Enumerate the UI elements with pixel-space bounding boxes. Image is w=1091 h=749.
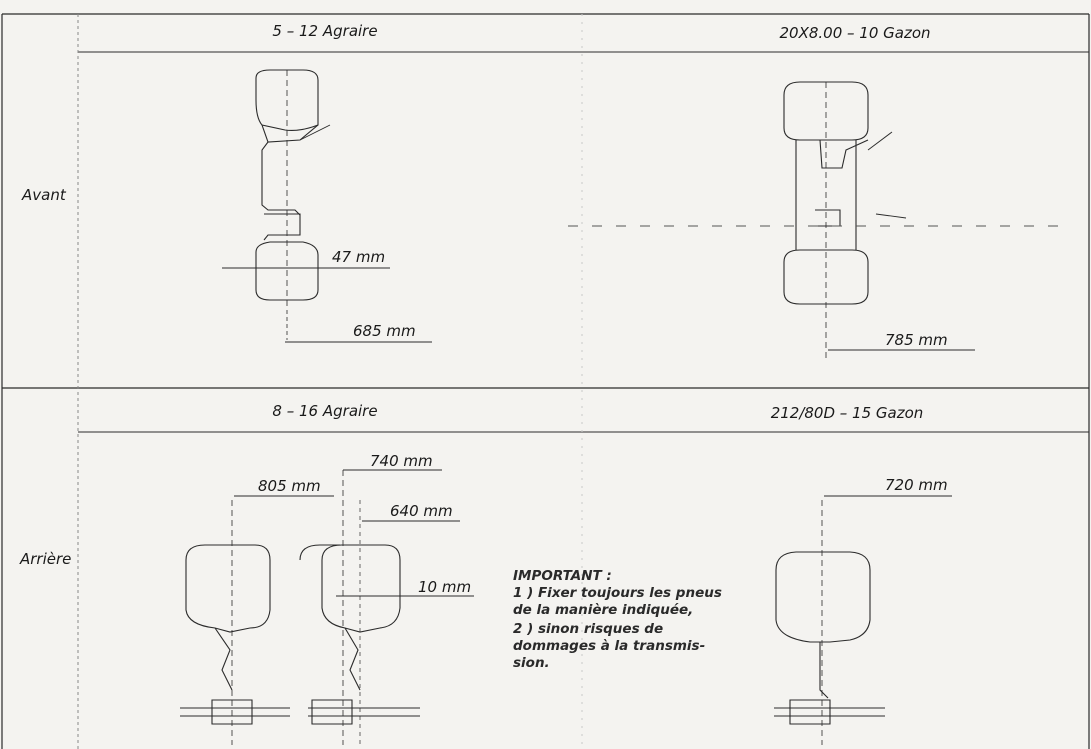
front-left-wheel-drawing — [222, 69, 432, 343]
dimension-front-left-track: 685 mm — [353, 322, 416, 340]
rear-right-wheel-drawing — [774, 495, 952, 745]
header-front-right: 20X8.00 – 10 Gazon — [779, 24, 931, 42]
header-rear-left: 8 – 16 Agraire — [272, 402, 378, 420]
important-note-line: 1 ) Fixer toujours les pneus — [513, 585, 722, 601]
header-front-left: 5 – 12 Agraire — [272, 22, 378, 40]
important-note-line: de la manière indiquée, — [513, 602, 694, 618]
dimension-rear-left-mid: 640 mm — [390, 502, 453, 520]
dimension-front-right-track: 785 mm — [885, 331, 948, 349]
dimension-front-left-offset: 47 mm — [332, 248, 386, 266]
row-label-rear: Arrière — [20, 550, 72, 568]
important-note: IMPORTANT : 1 ) Fixer toujours les pneus… — [513, 568, 722, 672]
dimension-rear-right-track: 720 mm — [885, 476, 948, 494]
rear-left-wheels-drawing — [180, 469, 474, 745]
header-rear-right: 212/80D – 15 Gazon — [770, 404, 924, 422]
dimension-rear-left-top: 740 mm — [370, 452, 433, 470]
important-note-title: IMPORTANT : — [513, 568, 612, 584]
row-label-front: Avant — [22, 186, 66, 204]
important-note-line: dommages à la transmis- — [513, 638, 706, 654]
important-note-line: 2 ) sinon risques de — [513, 621, 664, 637]
front-right-wheel-drawing — [783, 81, 975, 360]
dimension-rear-left-gap: 10 mm — [418, 578, 472, 596]
dimension-rear-left-outer: 805 mm — [258, 477, 321, 495]
important-note-line: sion. — [513, 655, 550, 671]
